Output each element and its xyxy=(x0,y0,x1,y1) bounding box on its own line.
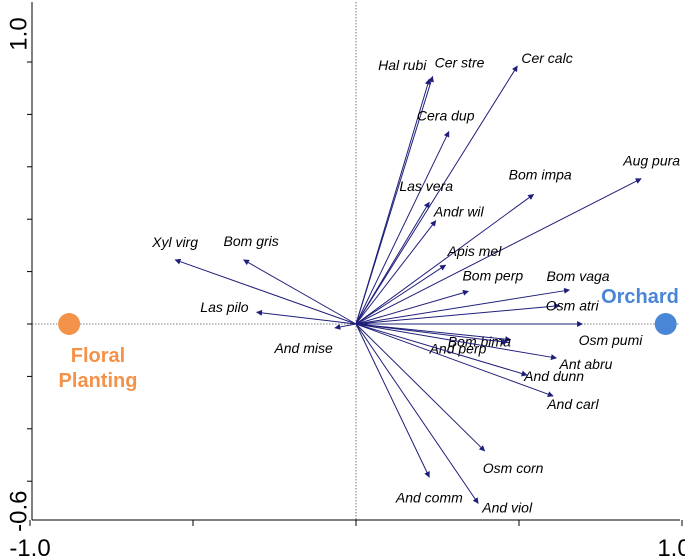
vector-label: Xyl virg xyxy=(151,234,198,250)
vector-label: Bom gris xyxy=(224,233,279,249)
vector-arrow xyxy=(355,323,430,478)
vector-label: Las pilo xyxy=(200,299,248,315)
vector-arrow xyxy=(355,130,450,325)
vector-label: Cer stre xyxy=(435,54,485,70)
vector-arrow xyxy=(355,193,535,325)
vector-arrow xyxy=(355,323,486,452)
vector-label: And mise xyxy=(273,340,333,356)
vector-arrow xyxy=(355,323,557,361)
vector-arrow xyxy=(355,323,479,504)
vector-arrow xyxy=(256,309,357,325)
vector-label: Hal rubi xyxy=(378,57,427,73)
vector-label: Osm atri xyxy=(546,298,600,314)
vector-label: Cera dup xyxy=(417,107,475,123)
zero-lines xyxy=(32,2,680,520)
vector-arrow xyxy=(355,323,509,345)
vector-label: Osm pumi xyxy=(579,332,644,348)
vector-arrow xyxy=(174,258,357,325)
vector-label: Bom bima xyxy=(448,334,511,350)
vector-label: And dunn xyxy=(523,368,584,384)
tick-marks xyxy=(27,61,683,526)
vector-arrow xyxy=(355,287,571,325)
vector-arrow xyxy=(355,264,447,325)
vector-arrow xyxy=(243,259,357,325)
vector-label: Cer calc xyxy=(521,50,572,66)
vector-arrow xyxy=(355,220,437,325)
vector-arrow xyxy=(355,178,642,325)
vector-label: Osm corn xyxy=(483,460,544,476)
vector-label: Andr wil xyxy=(433,204,485,220)
vector-arrow xyxy=(355,289,469,325)
vector-arrow xyxy=(334,323,357,330)
vector-label: Bom vaga xyxy=(547,268,610,284)
vector-label: And perp xyxy=(429,340,487,356)
vector-arrow xyxy=(355,323,528,377)
vector-label: Bom perp xyxy=(462,267,523,283)
y-tick-label: 1.0 xyxy=(5,17,32,50)
vector-label: Apis mel xyxy=(447,243,503,259)
site-point xyxy=(58,313,81,335)
vector-label: And viol xyxy=(481,499,533,515)
vector-arrow xyxy=(355,78,431,325)
vector-arrow xyxy=(355,65,518,325)
vector-label: Aug pura xyxy=(622,153,680,169)
y-tick-label: -0.6 xyxy=(5,491,32,532)
vector-label: And carl xyxy=(546,396,599,412)
tick-labels: -1.0 1.0 1.0 -0.6 xyxy=(5,17,685,559)
vector-arrow xyxy=(355,323,554,397)
x-tick-label: 1.0 xyxy=(657,535,685,559)
vector-label: And comm xyxy=(395,489,463,505)
vector-label: Ant abru xyxy=(558,356,612,372)
site-point xyxy=(654,313,677,335)
vector-arrow xyxy=(355,201,430,325)
vector-arrow xyxy=(355,303,561,325)
vector-label: Las vera xyxy=(399,178,453,194)
site-label: Orchard xyxy=(601,286,679,308)
x-tick-label: -1.0 xyxy=(9,535,50,559)
vector-label: Bom impa xyxy=(509,166,572,182)
